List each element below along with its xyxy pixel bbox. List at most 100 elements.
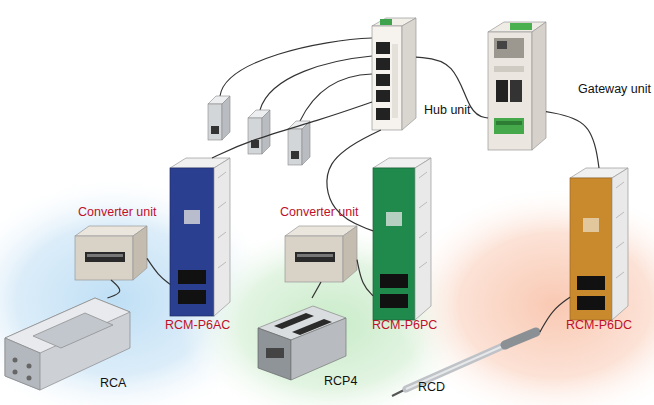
cable xyxy=(212,102,372,158)
gateway-unit-device xyxy=(496,121,522,125)
gateway-unit-device xyxy=(494,118,524,134)
device-label: RCM-P6PC xyxy=(372,318,437,333)
converter-device xyxy=(75,236,133,280)
table-actuator xyxy=(291,318,346,380)
small-actuator xyxy=(248,110,270,154)
rod-actuator xyxy=(406,342,512,389)
rod-actuator xyxy=(406,342,512,389)
converter-device xyxy=(75,226,147,280)
controller-device xyxy=(583,218,599,232)
small-actuator-cables xyxy=(260,56,372,110)
converter-device xyxy=(133,226,147,280)
controller-device xyxy=(218,232,226,238)
slider-actuator xyxy=(5,298,130,353)
small-actuator xyxy=(251,140,259,148)
small-actuator-cables xyxy=(220,38,372,121)
device-node: Gateway unit xyxy=(488,22,546,150)
controller-device xyxy=(616,212,624,218)
gateway-unit-device xyxy=(494,38,524,58)
cable xyxy=(357,260,373,296)
device-label: RCA xyxy=(100,376,126,391)
controller-device xyxy=(570,168,628,320)
small-actuator-cables xyxy=(220,38,372,96)
controller-device xyxy=(218,262,226,268)
table-actuator xyxy=(258,306,346,380)
device-node: RCM-P6AC xyxy=(170,158,230,316)
controller-device xyxy=(616,182,624,188)
device-label: Hub unit xyxy=(424,103,471,118)
gateway-unit-device xyxy=(488,22,546,150)
slider-actuator xyxy=(5,298,130,390)
controller-device xyxy=(612,168,628,320)
small-actuator xyxy=(288,121,310,165)
controller-device xyxy=(178,290,206,304)
device-node: Converter unit xyxy=(75,226,147,280)
controller-device xyxy=(419,232,427,238)
small-actuator xyxy=(302,121,310,165)
hub-unit-device xyxy=(372,26,402,130)
small-actuator xyxy=(288,129,302,165)
cable xyxy=(416,57,488,118)
hub-unit-device xyxy=(376,74,390,86)
controller-device xyxy=(577,276,605,290)
small-actuator xyxy=(291,151,299,159)
cable xyxy=(546,112,599,168)
controller-device xyxy=(616,272,624,278)
controller-device xyxy=(380,274,408,288)
gateway-unit-device xyxy=(510,80,522,102)
cable xyxy=(147,258,170,284)
controller-device xyxy=(616,242,624,248)
gateway-unit-device xyxy=(510,23,532,30)
device-node: RCP4 xyxy=(258,298,348,386)
small-actuator xyxy=(208,104,222,140)
converter-device xyxy=(297,254,333,257)
device-label: Converter unit xyxy=(280,205,359,220)
gateway-unit-device xyxy=(494,66,524,72)
slider-actuator xyxy=(5,338,40,390)
slider-actuator xyxy=(13,370,18,375)
small-actuator-cables xyxy=(300,74,372,121)
controller-device xyxy=(419,262,427,268)
slider-actuator xyxy=(33,313,113,348)
cable xyxy=(327,130,381,231)
cable xyxy=(107,280,119,298)
gateway-unit-device xyxy=(497,41,507,49)
table-actuator xyxy=(292,319,332,335)
small-actuator xyxy=(222,96,230,140)
converter-device xyxy=(295,252,335,262)
device-node: RCA xyxy=(5,298,133,398)
converter-device xyxy=(343,226,357,282)
controller-device xyxy=(419,172,427,178)
device-node: Hub unit xyxy=(372,18,416,130)
device-label: Gateway unit xyxy=(578,82,651,97)
controller-device xyxy=(170,158,230,316)
hub-unit-device xyxy=(372,18,416,130)
controller-device xyxy=(373,158,431,320)
hub-unit-device xyxy=(392,44,398,118)
table-actuator xyxy=(258,328,291,380)
background-glow xyxy=(0,175,654,405)
rod-actuator xyxy=(505,332,536,345)
converter-device xyxy=(285,236,343,282)
hub-unit-device xyxy=(376,58,390,70)
controller-device xyxy=(218,172,226,178)
converter-device xyxy=(285,226,357,282)
device-label: RCM-P6DC xyxy=(566,318,632,333)
device-node: Converter unit xyxy=(285,226,357,282)
controller-device xyxy=(373,168,415,320)
device-label: RCD xyxy=(418,380,445,395)
gateway-unit-device xyxy=(496,80,508,102)
hub-unit-device xyxy=(376,108,390,120)
device-node: RCM-P6PC xyxy=(373,158,431,320)
hub-unit-device xyxy=(380,19,392,25)
device-node: RCM-P6DC xyxy=(570,168,628,320)
controller-device xyxy=(218,202,226,208)
controller-device xyxy=(415,158,431,320)
small-actuator xyxy=(248,118,262,154)
controller-device xyxy=(386,212,402,226)
rod-actuator xyxy=(392,332,536,396)
